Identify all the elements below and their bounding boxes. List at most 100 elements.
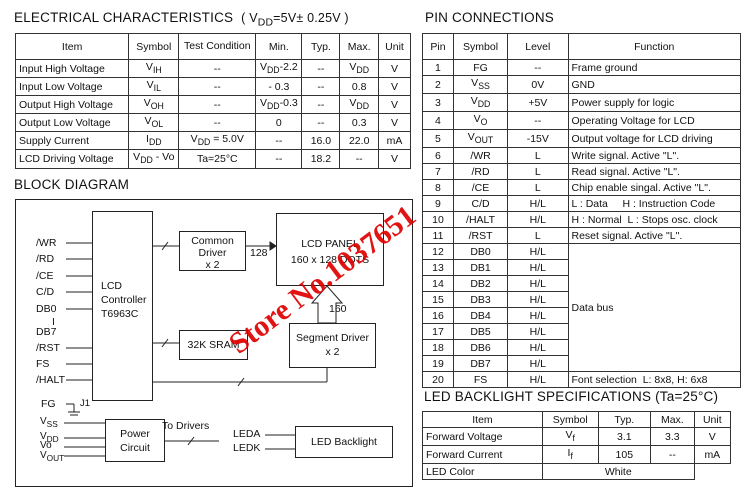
led-cell: V [693, 426, 732, 447]
led-cell: -- [650, 445, 695, 465]
led-cell: 3.1 [597, 426, 652, 447]
ec-cell: Output High Voltage [14, 95, 130, 115]
led-title: LED BACKLIGHT SPECIFICATIONS (Ta=25°C) [424, 389, 719, 404]
power-pin-label: VOUT [40, 450, 65, 463]
ec-cell: V [378, 113, 411, 133]
ec-cell: -- [255, 131, 303, 151]
led-cell: Forward Current [422, 445, 543, 465]
led-col-header: Typ. [597, 411, 652, 428]
ec-cell: Output Low Voltage [14, 113, 130, 133]
signal-label: DB0 [36, 303, 57, 315]
signal-label: DB7 [36, 326, 57, 338]
ec-cell: Supply Current [14, 131, 130, 151]
pin-cell: H/L [507, 211, 569, 229]
data-bus-cell: Data bus [567, 243, 741, 373]
ec-cell: LCD Driving Voltage [14, 149, 130, 169]
ec-col-header: Max. [339, 33, 380, 60]
signal-label: /HALT [36, 374, 65, 386]
pin-cell: -15V [507, 129, 569, 149]
ec-cell: VDD = 5.0V [178, 131, 257, 151]
pin-cell: H/L [507, 339, 569, 357]
ec-title: ELECTRICAL CHARACTERISTICS ( VDD=5V± 0.2… [14, 10, 349, 29]
signal-label: /WR [36, 237, 57, 249]
signal-label: C/D [36, 286, 55, 298]
led-col-header: Max. [650, 411, 695, 428]
bus-128-label: 128 [250, 247, 268, 259]
pin-cell: Output voltage for LCD driving [567, 129, 741, 149]
ec-cell: Ta=25°C [178, 149, 257, 169]
led-col-header: Item [422, 411, 543, 428]
pin-cell: DB4 [452, 307, 509, 325]
pin-cell: FS [452, 371, 509, 389]
to-drivers-label: To Drivers [162, 420, 210, 432]
led-cell: If [541, 445, 599, 465]
led-cell: 105 [597, 445, 652, 465]
led-color-empty [694, 464, 730, 480]
ec-cell: VIH [128, 58, 180, 79]
power-pin-label: VSS [40, 416, 58, 429]
pin-title: PIN CONNECTIONS [425, 10, 555, 25]
pin-cell: H/L [507, 371, 569, 389]
ec-cell: VOL [128, 113, 180, 133]
ec-col-header: Symbol [128, 33, 180, 60]
pin-cell: L [507, 163, 569, 181]
j1-label: J1 [80, 398, 91, 409]
pin-col-header: Pin [422, 33, 454, 60]
led-col-header: Unit [693, 411, 732, 428]
ec-cell: VDD-2.2 [255, 58, 303, 79]
pin-cell: Frame ground [567, 59, 741, 76]
pin-cell: /RD [452, 163, 509, 181]
signal-label: I [52, 316, 55, 328]
pin-cell: Operating Voltage for LCD [567, 111, 741, 131]
signal-label: /CE [36, 270, 54, 282]
leda-label: LEDA [233, 428, 261, 440]
ec-cell: 18.2 [301, 149, 341, 169]
ec-cell: IDD [128, 131, 180, 151]
pin-cell: H/L [507, 195, 569, 213]
pin-cell: H/L [507, 243, 569, 261]
pin-cell: 20 [422, 371, 454, 389]
pin-cell: H/L [507, 275, 569, 293]
led-color-value: White [541, 463, 695, 481]
block-diagram-title: BLOCK DIAGRAM [14, 177, 130, 192]
ec-condition: ( VDD=5V± 0.25V ) [241, 11, 349, 29]
pin-cell: /HALT [452, 211, 509, 229]
led-col-header: Symbol [541, 411, 599, 428]
ec-cell: VDD-0.3 [255, 95, 303, 115]
led-cell: Vf [541, 426, 599, 447]
ec-cell: -- [301, 113, 341, 133]
pin-cell: -- [507, 111, 569, 131]
fg-label: FG [41, 398, 56, 410]
ec-cell: VIL [128, 77, 180, 97]
pin-cell: H/L [507, 323, 569, 341]
signal-label: FS [36, 358, 50, 370]
pin-col-header: Function [567, 33, 741, 60]
power-pin-label: Vo [40, 440, 52, 451]
ec-cell: mA [378, 131, 411, 151]
led-cell: Forward Voltage [422, 426, 543, 447]
